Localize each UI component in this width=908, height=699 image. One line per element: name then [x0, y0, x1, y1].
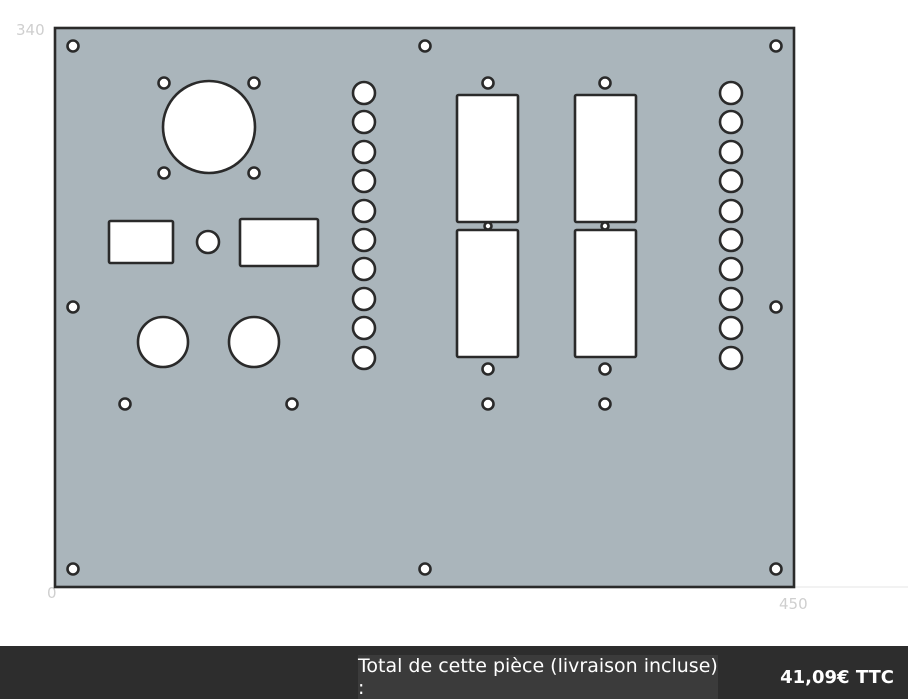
- mounting-hole: [418, 39, 432, 53]
- led-hole: [351, 286, 377, 312]
- mounting-hole: [118, 397, 132, 411]
- mounting-hole: [418, 562, 432, 576]
- mounting-hole: [598, 397, 612, 411]
- screw-hole: [598, 362, 612, 376]
- price-footer: Total de cette pièce (livraison incluse)…: [0, 646, 908, 699]
- mounting-hole: [66, 562, 80, 576]
- mounting-hole: [66, 39, 80, 53]
- medium-round-hole: [227, 315, 281, 369]
- mounting-holes: [66, 39, 783, 576]
- module-cutout-column-1: [455, 76, 520, 411]
- led-hole-column-left: [351, 80, 377, 371]
- led-hole-column-right: [718, 80, 744, 371]
- panel-drawing: 340 0 450: [16, 21, 908, 613]
- total-price: 41,09€ TTC: [780, 666, 894, 688]
- rect-cutout: [238, 217, 320, 268]
- led-hole: [718, 315, 744, 341]
- panel-preview-canvas: 340 0 450: [16, 21, 908, 613]
- mounting-hole: [285, 397, 299, 411]
- screw-hole: [481, 76, 495, 90]
- round-connector-cutout: [157, 76, 261, 180]
- led-hole: [718, 109, 744, 135]
- mounting-hole: [769, 300, 783, 314]
- screw-hole: [157, 166, 171, 180]
- small-round-hole: [195, 229, 221, 255]
- led-hole: [718, 286, 744, 312]
- total-label: Total de cette pièce (livraison incluse)…: [358, 655, 718, 699]
- screw-hole: [157, 76, 171, 90]
- rect-module-cutout: [573, 228, 638, 359]
- screw-hole: [247, 76, 261, 90]
- rect-module-cutout: [455, 228, 520, 359]
- led-hole: [351, 198, 377, 224]
- mounting-hole: [66, 300, 80, 314]
- rect-module-cutout: [573, 93, 638, 224]
- led-hole: [351, 168, 377, 194]
- screw-hole: [600, 221, 610, 231]
- mounting-hole: [769, 39, 783, 53]
- mounting-hole: [481, 397, 495, 411]
- led-hole: [718, 168, 744, 194]
- led-hole: [351, 227, 377, 253]
- led-hole: [351, 345, 377, 371]
- rect-cutout: [107, 219, 175, 265]
- mounting-hole: [769, 562, 783, 576]
- module-cutout-column-2: [573, 76, 638, 411]
- rect-module-cutout: [455, 93, 520, 224]
- screw-hole: [483, 221, 493, 231]
- x-axis-max-label: 450: [779, 595, 808, 613]
- screw-hole: [598, 76, 612, 90]
- led-hole: [718, 139, 744, 165]
- led-hole: [718, 345, 744, 371]
- led-hole: [351, 256, 377, 282]
- led-hole: [351, 109, 377, 135]
- led-hole: [718, 227, 744, 253]
- led-hole: [351, 80, 377, 106]
- medium-round-hole: [136, 315, 190, 369]
- large-round-hole: [161, 79, 257, 175]
- y-axis-max-label: 340: [16, 21, 45, 39]
- led-hole: [351, 315, 377, 341]
- led-hole: [718, 256, 744, 282]
- led-hole: [718, 198, 744, 224]
- led-hole: [718, 80, 744, 106]
- screw-hole: [481, 362, 495, 376]
- origin-label: 0: [47, 584, 57, 602]
- led-hole: [351, 139, 377, 165]
- screw-hole: [247, 166, 261, 180]
